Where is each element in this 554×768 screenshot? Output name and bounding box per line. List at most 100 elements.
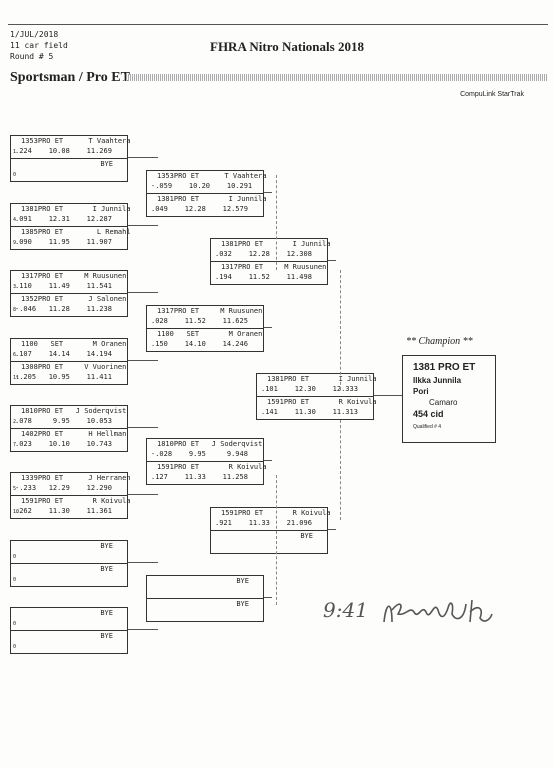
entry-car-driver: 1381PRO ET I Junnila [21, 205, 131, 213]
entry-lane: 0 [13, 554, 17, 560]
entry-car-driver: 1308PRO ET V Vuorinen [21, 363, 127, 371]
dash-guide [276, 175, 277, 270]
entry-car-driver: 1339PRO ET J Herranen [21, 474, 131, 482]
entry-lane: 2 [13, 419, 17, 425]
champion-driver: Ilkka Junnila [413, 376, 462, 385]
event-date: 1/JUL/2018 [10, 30, 59, 39]
bracket-connector [264, 192, 272, 193]
champion-qualified: Qualified # 4 [413, 424, 442, 430]
entry-car-driver: 1591PRO ET R Koivula [221, 509, 331, 517]
champion-box: 1381 PRO ET Ilkka Junnila Pori Camaro 45… [402, 355, 496, 443]
entry-lane: 0 [13, 621, 17, 627]
bracket-connector [128, 427, 158, 428]
entry-car-driver: 1381PRO ET I Junnila [221, 240, 331, 248]
bracket-connector [128, 494, 158, 495]
entry-car-driver: 1317PRO ET M Ruusunen [157, 307, 263, 315]
event-title: FHRA Nitro Nationals 2018 [210, 39, 364, 54]
bracket-entry: 1353PRO ET T Vaahtera -.059 10.20 10.291 [147, 171, 267, 194]
entry-lane: 7 [13, 442, 17, 448]
bracket-entry: 1317PRO ET M Ruusunen.028 11.52 11.625 [147, 306, 263, 329]
champion-connector [374, 395, 402, 396]
entry-times: -.059 10.20 10.291 [151, 182, 253, 190]
bracket-connector [264, 327, 272, 328]
entry-car-driver: BYE [100, 609, 113, 617]
bracket-entry: BYE [147, 599, 263, 621]
entry-car-driver: BYE [100, 565, 113, 573]
bracket-connector [128, 360, 158, 361]
dash-guide [340, 420, 341, 520]
entry-car-driver: 1381PRO ET I Junnila [267, 375, 377, 383]
bracket-connector [264, 460, 272, 461]
round-number: Round # 5 [10, 52, 54, 61]
entry-car-driver: 1352PRO ET J Salonen [21, 295, 127, 303]
bracket-entry: BYE [211, 531, 327, 553]
bracket-entry: BYE [147, 576, 263, 599]
entry-car-driver: 1402PRO ET H Hellman [21, 430, 127, 438]
entry-times: .091 12.31 12.287 [15, 215, 112, 223]
entry-times: .921 11.33 21.096 [215, 519, 312, 527]
bracket-entry: 1591PRO ET R Koivula.127 11.33 11.258 [147, 462, 267, 484]
entry-lane: 0 [13, 577, 17, 583]
entry-times: -.233 12.29 12.290 [15, 484, 112, 492]
bracket-entry: 1317PRO ET M Ruusunen.194 11.52 11.498 [211, 262, 327, 284]
entry-car-driver: BYE [236, 577, 249, 585]
entry-car-driver: 1100 SET M Oranen [157, 330, 263, 338]
bracket-entry: 1591PRO ET R Koivula .141 11.30 11.313 [257, 397, 377, 419]
entry-car-driver: 1353PRO ET T Vaahtera [157, 172, 267, 180]
handwritten-time: 9:41 [323, 598, 368, 622]
entry-lane: 0 [13, 644, 17, 650]
entry-car-driver: 1591PRO ET R Koivula [21, 497, 131, 505]
entry-lane: 4 [13, 217, 17, 223]
entry-car-driver: 1353PRO ET T Vaahtera [21, 137, 131, 145]
round2-matchup: BYE BYE [146, 575, 264, 622]
bracket-entry: 1100 SET M Oranen.150 14.10 14.246 [147, 329, 263, 351]
final-matchup: 1381PRO ET I Junnila .101 12.30 12.333 159… [256, 373, 377, 420]
entry-times: -.046 11.28 11.238 [15, 305, 112, 313]
entry-times: .141 11.30 11.313 [261, 408, 358, 416]
entry-times: .262 11.30 11.361 [15, 507, 112, 515]
bracket-entry: BYE 0 [11, 608, 127, 631]
entry-lane: 3 [13, 284, 17, 290]
entry-times: .101 12.30 12.333 [261, 385, 358, 393]
bracket-connector [128, 629, 158, 630]
entry-times: -.028 9.95 9.948 [151, 450, 248, 458]
bracket-connector [328, 529, 336, 530]
class-title: Sportsman / Pro ET [10, 70, 130, 85]
bracket-entry: 1591PRO ET R Koivula .921 11.33 21.096 [211, 508, 331, 531]
entry-car-driver: 1810PRO ET J Soderqvist [157, 440, 263, 448]
entry-car-driver: 1591PRO ET R Koivula [267, 398, 377, 406]
entry-times: .032 12.28 12.308 [215, 250, 312, 258]
entry-car-driver: 1591PRO ET R Koivula [157, 463, 267, 471]
entry-car-driver: 1381PRO ET I Junnila [157, 195, 267, 203]
entry-car-driver: 1385PRO ET L Remahl [21, 228, 131, 236]
champion-engine: 454 cid [413, 409, 444, 419]
entry-lane: 8 [13, 307, 17, 313]
entry-car-driver: 1810PRO ET J Soderqvist [21, 407, 127, 415]
signature-icon [383, 599, 493, 623]
entry-times: .023 10.10 10.743 [15, 440, 112, 448]
entry-car-driver: 1317PRO ET M Ruusunen [221, 263, 327, 271]
entry-car-driver: BYE [236, 600, 249, 608]
dash-guide [276, 475, 277, 605]
